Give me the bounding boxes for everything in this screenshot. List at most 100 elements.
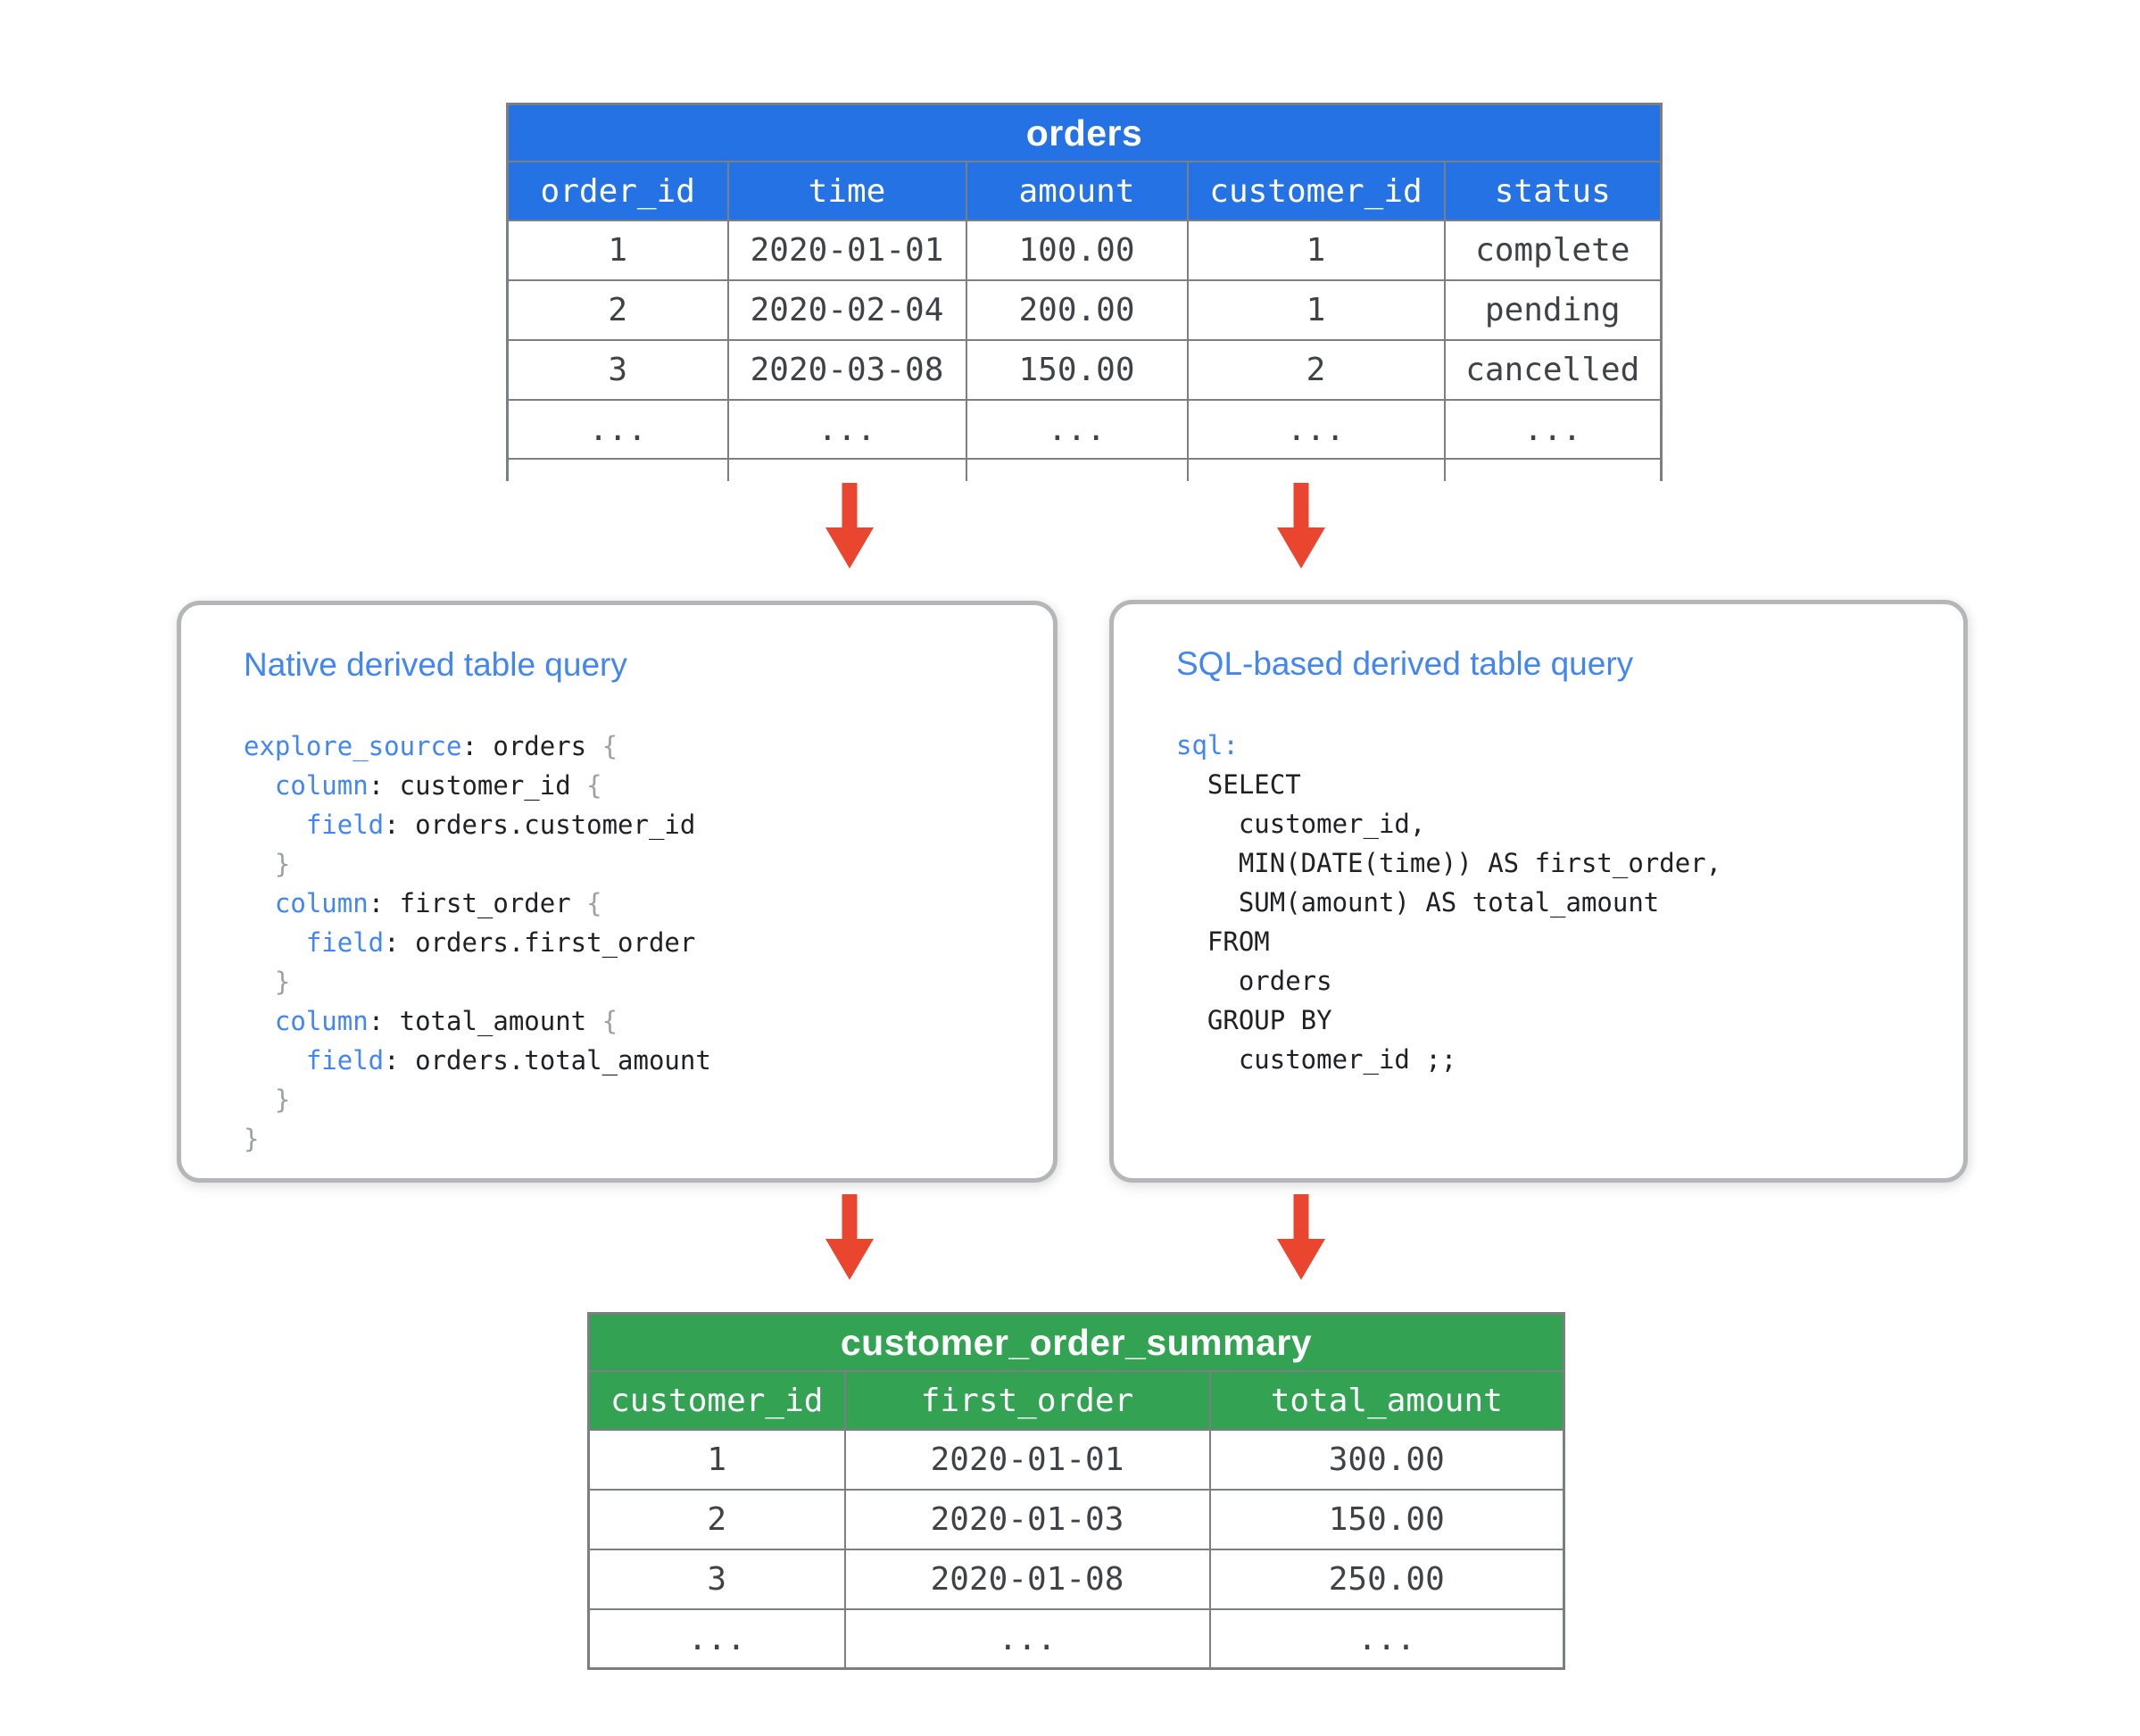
code-token (244, 967, 275, 997)
sql-query-code: sql: SELECT customer_id, MIN(DATE(time))… (1176, 726, 1963, 1079)
code-token: : orders.first_order (384, 927, 696, 958)
code-token (244, 927, 306, 958)
code-line: field: orders.customer_id (244, 805, 1053, 844)
code-line: } (244, 1119, 1053, 1159)
table-cell: complete (1443, 220, 1663, 281)
code-line: sql: (1176, 726, 1963, 765)
table-cell: ... (506, 399, 729, 460)
code-token: field (305, 927, 385, 958)
table-cell: ... (965, 399, 1189, 460)
code-token: } (274, 967, 291, 997)
table-cell (726, 458, 967, 481)
native-query-code: explore_source: orders { column: custome… (244, 727, 1053, 1159)
code-token (244, 770, 275, 801)
column-header: customer_id (1186, 161, 1446, 221)
code-line: field: orders.total_amount (244, 1041, 1053, 1080)
table-cell: 1 (587, 1429, 846, 1491)
code-token: explore_source (244, 731, 462, 761)
table-cell: 2020-01-03 (843, 1489, 1211, 1550)
column-header: first_order (843, 1370, 1211, 1431)
code-line: FROM (1176, 922, 1963, 961)
code-token (244, 1084, 275, 1115)
code-token: : total_amount (368, 1006, 602, 1036)
code-token: } (274, 849, 291, 879)
code-line: GROUP BY (1176, 1001, 1963, 1040)
table-row: ......... (587, 1608, 1565, 1670)
code-token: : customer_id (368, 770, 587, 801)
code-line: } (244, 1080, 1053, 1119)
column-header: order_id (506, 161, 729, 221)
code-token (244, 888, 275, 918)
code-line: SELECT (1176, 765, 1963, 804)
code-line: field: orders.first_order (244, 923, 1053, 962)
code-line: MIN(DATE(time)) AS first_order, (1176, 843, 1963, 883)
sql-query-box: SQL-based derived table query sql: SELEC… (1109, 600, 1968, 1183)
table-cell (1443, 458, 1663, 481)
code-token: field (305, 810, 385, 840)
table-title: customer_order_summary (587, 1312, 1565, 1372)
table-cell: 2 (587, 1489, 846, 1550)
code-token: customer_id ;; (1176, 1044, 1457, 1075)
column-header: status (1443, 161, 1663, 221)
table-cell: 2020-01-01 (843, 1429, 1211, 1491)
table-title-row: customer_order_summary (587, 1312, 1565, 1372)
down-arrow-icon (825, 483, 874, 569)
down-arrow-icon (825, 1194, 874, 1280)
code-token: FROM (1176, 926, 1270, 957)
table-cell: 1 (506, 220, 729, 281)
native-query-box: Native derived table query explore_sourc… (177, 601, 1058, 1183)
table-cell: 300.00 (1208, 1429, 1565, 1491)
code-line: } (244, 962, 1053, 1001)
code-line: customer_id ;; (1176, 1040, 1963, 1079)
table-cell: 3 (506, 339, 729, 401)
code-line: } (244, 844, 1053, 884)
column-header: time (726, 161, 967, 221)
table-row: ............... (506, 399, 1663, 460)
code-line: column: first_order { (244, 884, 1053, 923)
table-cell: 2 (1186, 339, 1446, 401)
table-cell: 2 (506, 279, 729, 341)
code-line: orders (1176, 961, 1963, 1001)
sql-query-title: SQL-based derived table query (1176, 645, 1634, 682)
table-cell: 2020-03-08 (726, 339, 967, 401)
table-title-row: orders (506, 103, 1663, 162)
table-cell: ... (1443, 399, 1663, 460)
code-token: { (601, 731, 618, 761)
code-token: column (274, 770, 369, 801)
code-token: customer_id, (1176, 809, 1426, 839)
code-line: SUM(amount) AS total_amount (1176, 883, 1963, 922)
table-cell: 1 (1186, 279, 1446, 341)
code-line: column: total_amount { (244, 1001, 1053, 1041)
code-token: field (305, 1045, 385, 1076)
code-line: explore_source: orders { (244, 727, 1053, 766)
code-token: MIN(DATE(time)) AS first_order, (1176, 848, 1722, 878)
table-cell: 200.00 (965, 279, 1189, 341)
down-arrow-icon (1277, 1194, 1325, 1280)
code-token: : first_order (368, 888, 587, 918)
code-token (244, 810, 306, 840)
code-token: sql: (1176, 730, 1239, 760)
code-token: : orders (461, 731, 602, 761)
table-cell: 1 (1186, 220, 1446, 281)
code-token: column (274, 888, 369, 918)
table-cell: 3 (587, 1549, 846, 1610)
table-cell: 150.00 (1208, 1489, 1565, 1550)
code-token: } (244, 1124, 260, 1154)
code-token: : orders.customer_id (384, 810, 696, 840)
arrow-sql-to-summary (1277, 1194, 1325, 1280)
table-cell: 250.00 (1208, 1549, 1565, 1610)
code-token: GROUP BY (1176, 1005, 1332, 1035)
code-line: customer_id, (1176, 804, 1963, 843)
code-line: column: customer_id { (244, 766, 1053, 805)
column-header: amount (965, 161, 1189, 221)
